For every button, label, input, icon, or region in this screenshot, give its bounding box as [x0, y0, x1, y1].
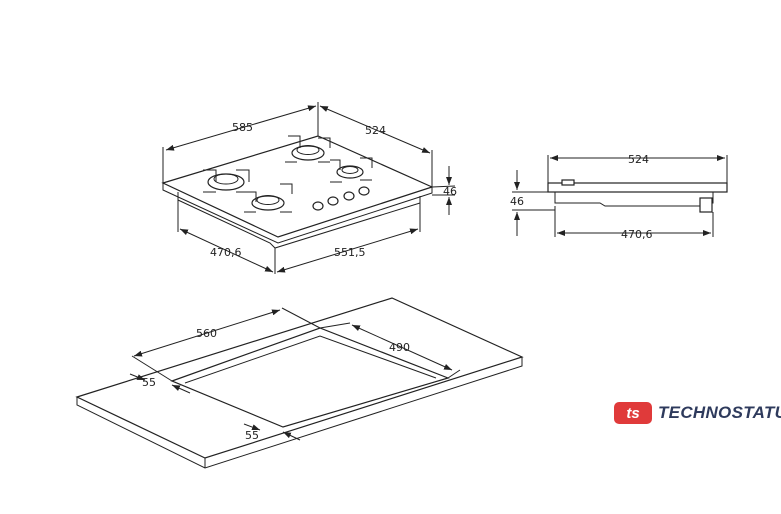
dim-height-46: 46	[443, 185, 457, 198]
side-dim-height-46: 46	[510, 195, 524, 208]
dim-depth-524: 524	[365, 124, 386, 137]
brand-name: TECHNOSTATUS	[658, 403, 781, 422]
dim-cutout-depth-490: 490	[389, 341, 410, 354]
hob-isometric-view: 585 524 46 470,6 551,5	[161, 102, 457, 274]
burner-front-right	[244, 183, 293, 213]
dim-cut-depth-470-6: 470,6	[210, 246, 242, 259]
control-knobs	[312, 186, 370, 211]
dim-margin-front-55: 55	[245, 429, 259, 442]
dim-cut-width-551-5: 551,5	[334, 246, 366, 259]
dim-margin-side-55: 55	[142, 376, 156, 389]
dim-width-585: 585	[232, 121, 253, 134]
dim-cutout-width-560: 560	[196, 327, 217, 340]
brand-logo-mark: ts	[614, 402, 652, 424]
burner-back-right	[330, 157, 373, 183]
countertop-cutout-view: 560 490 55 55	[75, 297, 524, 469]
hob-side-view: 524 46 470,6	[510, 153, 728, 241]
side-dim-depth-524: 524	[628, 153, 649, 166]
side-dim-cut-depth-470-6: 470,6	[621, 228, 653, 241]
brand-logo: ts TECHNOSTATUS	[614, 402, 781, 424]
burner-front-left	[203, 169, 250, 193]
